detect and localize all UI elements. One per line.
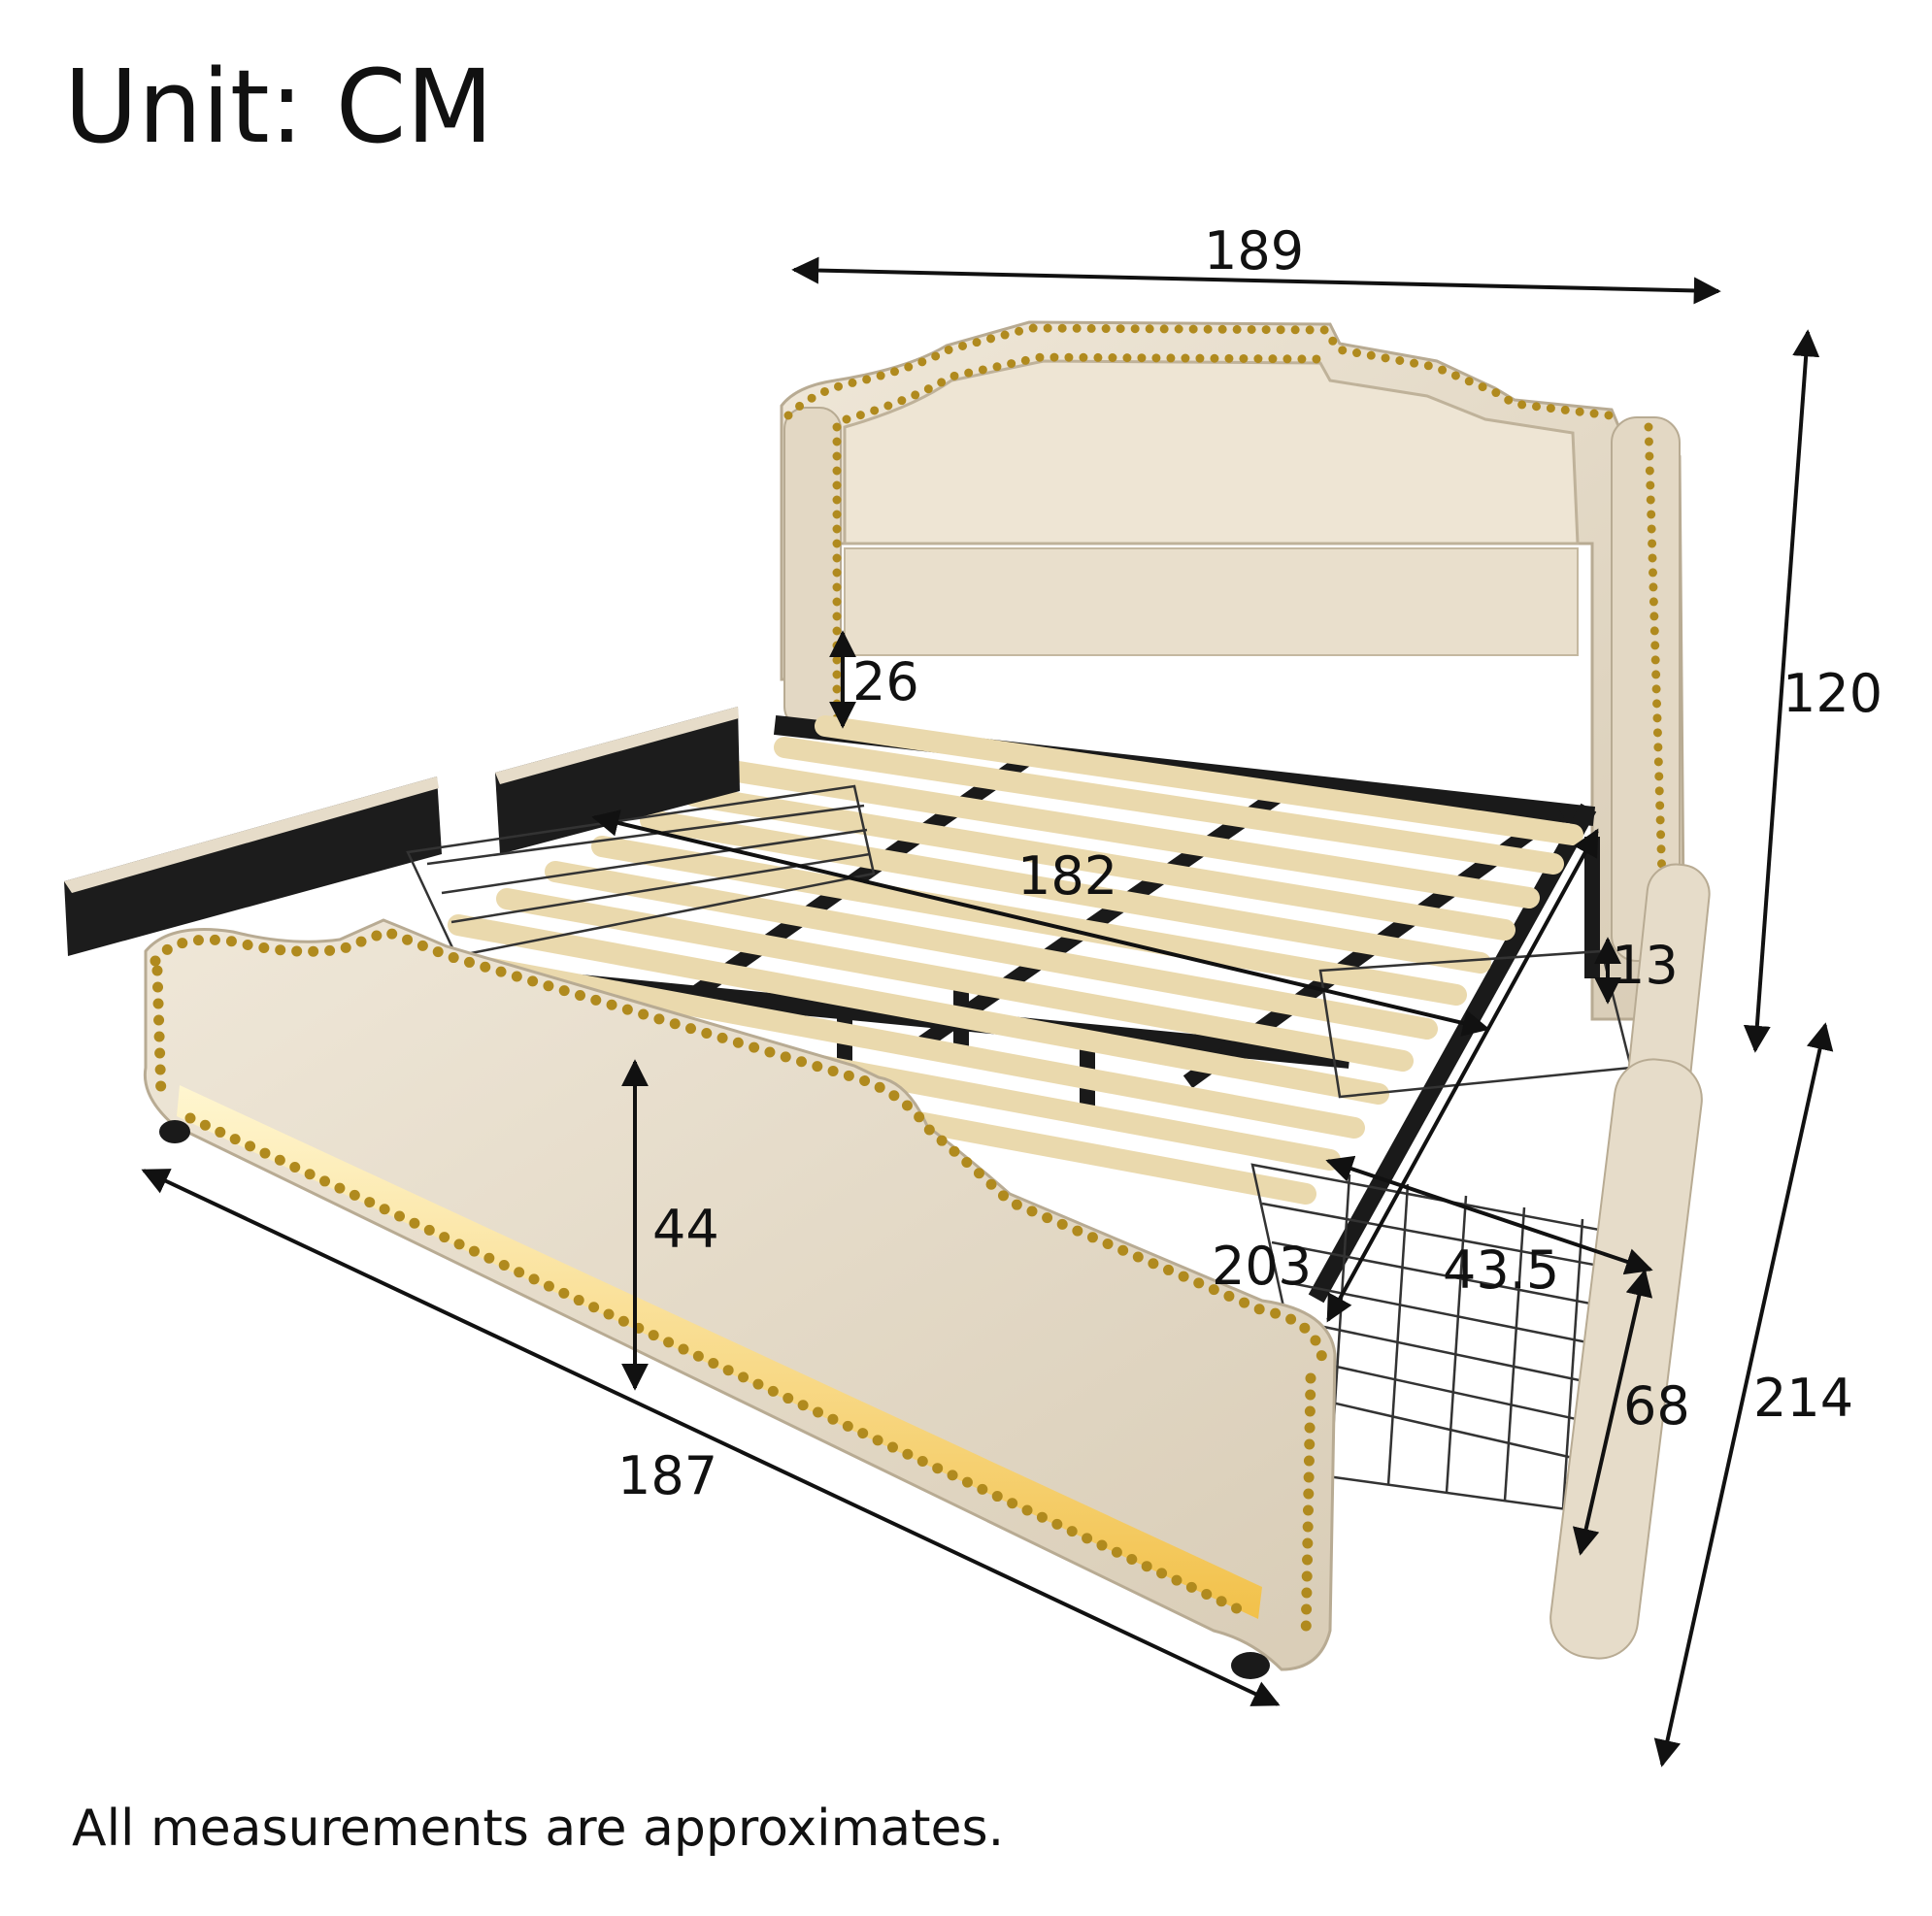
headboard-left-wing [783,407,842,729]
footboard-right-foot [1231,1652,1270,1679]
footboard-left-foot [159,1120,190,1143]
arrow-43-5 [1325,1155,1653,1275]
dimension-label-footboard-height: 44 [652,1199,719,1260]
arrow-189 [791,256,1721,305]
arrow-68 [1572,1269,1653,1556]
footer-disclaimer: All measurements are approximates. [72,1800,1005,1858]
dimension-arrows [141,256,1834,1767]
headboard-inner-panel [843,359,1580,545]
headboard [780,320,1686,1021]
dimension-label-total-height: 120 [1782,663,1883,724]
arrow-120 [1743,329,1820,1053]
dimension-label-total-length: 203 [1212,1236,1313,1297]
dimension-label-side-length: 214 [1753,1368,1854,1429]
dimension-label-footboard-width: 187 [617,1445,718,1506]
detached-side-panels [64,707,740,956]
dimension-label-drawer-depth: 43.5 [1443,1239,1560,1301]
dimension-label-drawer-width: 68 [1623,1375,1690,1437]
dimension-label-clearance: 13 [1612,935,1679,996]
arrow-187 [141,1169,1281,1706]
unit-title: Unit: CM [64,48,494,166]
dimension-label-inner-length: 182 [1017,845,1118,907]
arrow-214 [1653,1022,1834,1767]
dimension-label-headboard-width: 189 [1204,220,1305,281]
headboard-lower-band [844,547,1579,656]
dimension-label-headboard-gap: 26 [852,651,919,712]
